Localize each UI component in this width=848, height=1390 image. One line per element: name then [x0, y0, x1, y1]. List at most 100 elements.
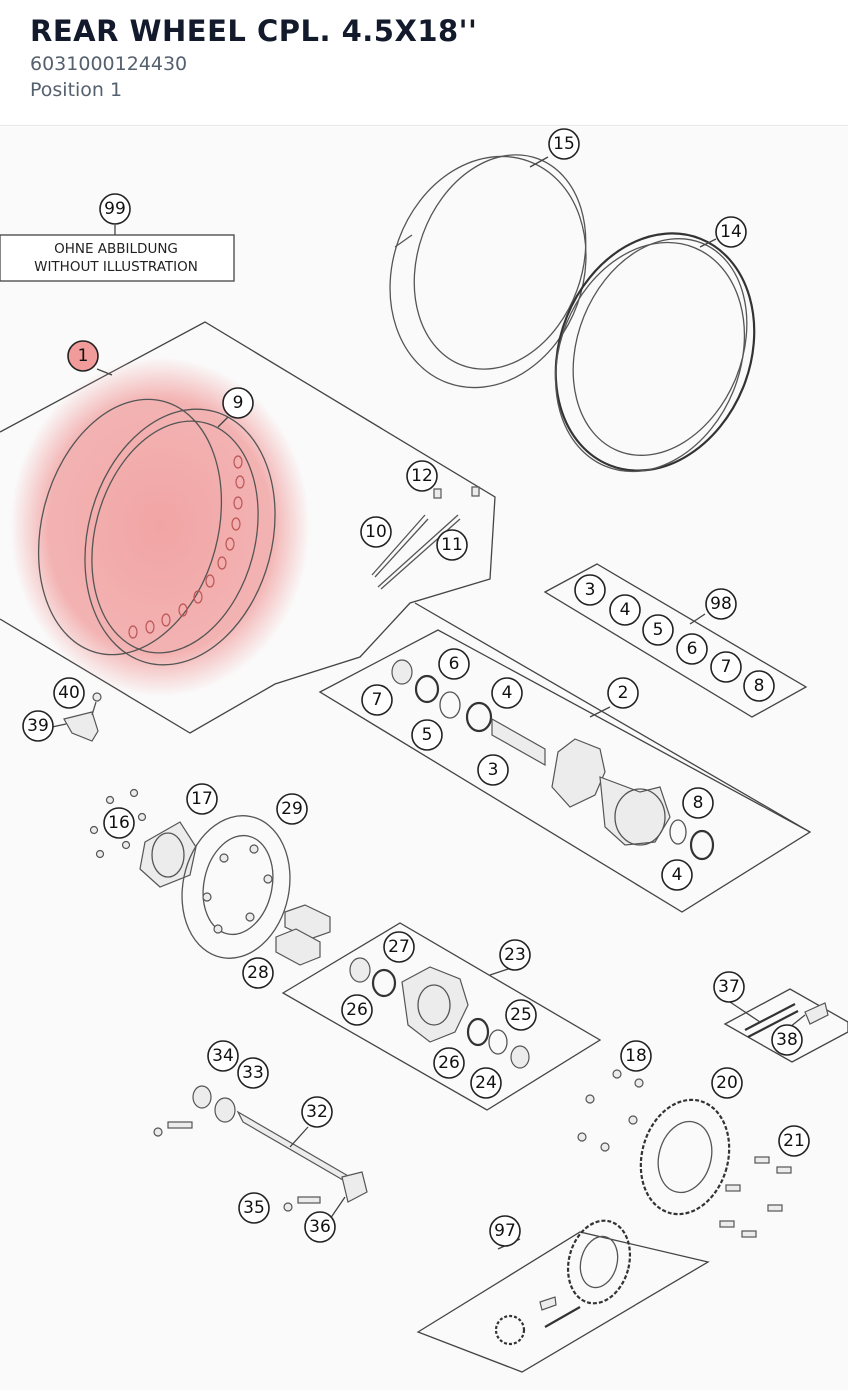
callout-24[interactable]: 24	[470, 1067, 502, 1099]
callout-4-hub-bottom[interactable]: 4	[661, 859, 693, 891]
page-title: REAR WHEEL CPL. 4.5X18''	[30, 14, 478, 48]
damper-rubbers-part-28[interactable]	[275, 904, 331, 966]
svg-text:20: 20	[716, 1073, 738, 1093]
callout-8-group-98[interactable]: 8	[743, 670, 775, 702]
callout-39[interactable]: 39	[22, 710, 54, 742]
axle-parts-32-36[interactable]	[153, 1085, 368, 1212]
callout-18[interactable]: 18	[620, 1040, 652, 1072]
chain-kit-parts-group-97[interactable]	[494, 1214, 639, 1346]
tire-part-15[interactable]	[358, 129, 617, 416]
callout-33[interactable]: 33	[237, 1057, 269, 1089]
callouts: 1 9 99 15 14 12 10 11 3 4 5 6 7 8 98 6 7…	[22, 128, 810, 1247]
svg-text:35: 35	[243, 1198, 265, 1218]
callout-6-group-98[interactable]: 6	[676, 633, 708, 665]
callout-5-group-98[interactable]: 5	[642, 614, 674, 646]
svg-text:33: 33	[242, 1063, 264, 1083]
callout-97[interactable]: 97	[489, 1215, 521, 1247]
group-outline-23	[281, 922, 602, 1111]
callout-6-hub[interactable]: 6	[438, 648, 470, 680]
note-line-1: OHNE ABBILDUNG	[54, 241, 178, 257]
callout-2[interactable]: 2	[607, 677, 639, 709]
callout-7-hub[interactable]: 7	[361, 684, 393, 716]
group-outline-98	[543, 563, 808, 718]
part-number: 6031000124430	[30, 53, 188, 75]
group-outline-97	[416, 1231, 710, 1373]
callout-4-group-98[interactable]: 4	[609, 594, 641, 626]
svg-text:97: 97	[494, 1221, 516, 1241]
svg-text:4: 4	[502, 683, 513, 703]
leader-lines	[51, 156, 806, 1250]
callout-12[interactable]: 12	[406, 460, 438, 492]
callout-21[interactable]: 21	[778, 1125, 810, 1157]
rim-part-9-highlighted[interactable]	[10, 357, 310, 697]
callout-20[interactable]: 20	[711, 1067, 743, 1099]
callout-4-hub-top[interactable]: 4	[491, 677, 523, 709]
callout-99[interactable]: 99	[99, 193, 131, 225]
callout-14[interactable]: 14	[715, 216, 747, 248]
svg-text:26: 26	[346, 1000, 368, 1020]
svg-text:8: 8	[754, 676, 765, 696]
svg-text:7: 7	[372, 690, 383, 710]
callout-11[interactable]: 11	[436, 529, 468, 561]
callout-8-hub[interactable]: 8	[682, 787, 714, 819]
callout-5-hub[interactable]: 5	[411, 719, 443, 751]
callout-3-group-98[interactable]: 3	[574, 574, 606, 606]
svg-text:15: 15	[553, 134, 575, 154]
callout-10[interactable]: 10	[360, 516, 392, 548]
svg-text:29: 29	[281, 799, 303, 819]
callout-27[interactable]: 27	[383, 931, 415, 963]
callout-35[interactable]: 35	[238, 1192, 270, 1224]
svg-text:24: 24	[475, 1073, 497, 1093]
svg-text:27: 27	[388, 937, 410, 957]
callout-32[interactable]: 32	[301, 1096, 333, 1128]
note-box-99: OHNE ABBILDUNG WITHOUT ILLUSTRATION	[0, 225, 235, 282]
brake-disc-part-29[interactable]	[169, 806, 303, 969]
callout-15[interactable]: 15	[548, 128, 580, 160]
svg-text:14: 14	[720, 222, 742, 242]
chain-parts-37-38[interactable]	[744, 1002, 829, 1038]
svg-text:37: 37	[718, 977, 740, 997]
exploded-parts-diagram[interactable]: OHNE ABBILDUNG WITHOUT ILLUSTRATION 1 9 …	[0, 127, 848, 1390]
callout-23[interactable]: 23	[499, 939, 531, 971]
callout-40[interactable]: 40	[53, 677, 85, 709]
callout-38[interactable]: 38	[771, 1024, 803, 1056]
svg-text:12: 12	[411, 466, 433, 486]
svg-text:21: 21	[783, 1131, 805, 1151]
svg-text:38: 38	[776, 1030, 798, 1050]
callout-25[interactable]: 25	[505, 999, 537, 1031]
callout-26-left[interactable]: 26	[341, 994, 373, 1026]
bolts-part-21[interactable]	[719, 1156, 792, 1238]
hub-parts-group-2[interactable]	[391, 659, 715, 861]
callout-98[interactable]: 98	[705, 588, 737, 620]
svg-text:98: 98	[710, 594, 732, 614]
callout-16[interactable]: 16	[103, 807, 135, 839]
svg-text:2: 2	[618, 683, 629, 703]
svg-text:3: 3	[585, 580, 596, 600]
diagram-canvas: OHNE ABBILDUNG WITHOUT ILLUSTRATION 1 9 …	[0, 128, 848, 1373]
rear-sprocket-part-20[interactable]	[628, 1090, 741, 1224]
callout-34[interactable]: 34	[207, 1040, 239, 1072]
callout-7-group-98[interactable]: 7	[710, 651, 742, 683]
callout-28[interactable]: 28	[242, 957, 274, 989]
svg-text:6: 6	[687, 639, 698, 659]
note-line-2: WITHOUT ILLUSTRATION	[34, 259, 198, 275]
svg-text:11: 11	[441, 535, 463, 555]
nuts-part-18[interactable]	[577, 1069, 644, 1152]
position-label: Position 1	[30, 79, 123, 101]
disc-carrier-parts-16-17[interactable]	[89, 788, 197, 888]
callout-1[interactable]: 1	[67, 340, 99, 372]
callout-37[interactable]: 37	[713, 971, 745, 1003]
callout-17[interactable]: 17	[186, 783, 218, 815]
callout-3-hub[interactable]: 3	[477, 754, 509, 786]
valve-parts-39-40[interactable]	[63, 692, 102, 742]
callout-36[interactable]: 36	[304, 1211, 336, 1243]
callout-26-right[interactable]: 26	[433, 1047, 465, 1079]
svg-text:28: 28	[247, 963, 269, 983]
svg-text:1: 1	[78, 346, 89, 366]
header: REAR WHEEL CPL. 4.5X18'' 6031000124430 P…	[0, 0, 848, 126]
svg-text:5: 5	[653, 620, 664, 640]
callout-29[interactable]: 29	[276, 793, 308, 825]
callout-9[interactable]: 9	[222, 387, 254, 419]
rim-band-part-14[interactable]	[521, 203, 789, 500]
sprocket-carrier-parts-group-23[interactable]	[349, 957, 530, 1069]
